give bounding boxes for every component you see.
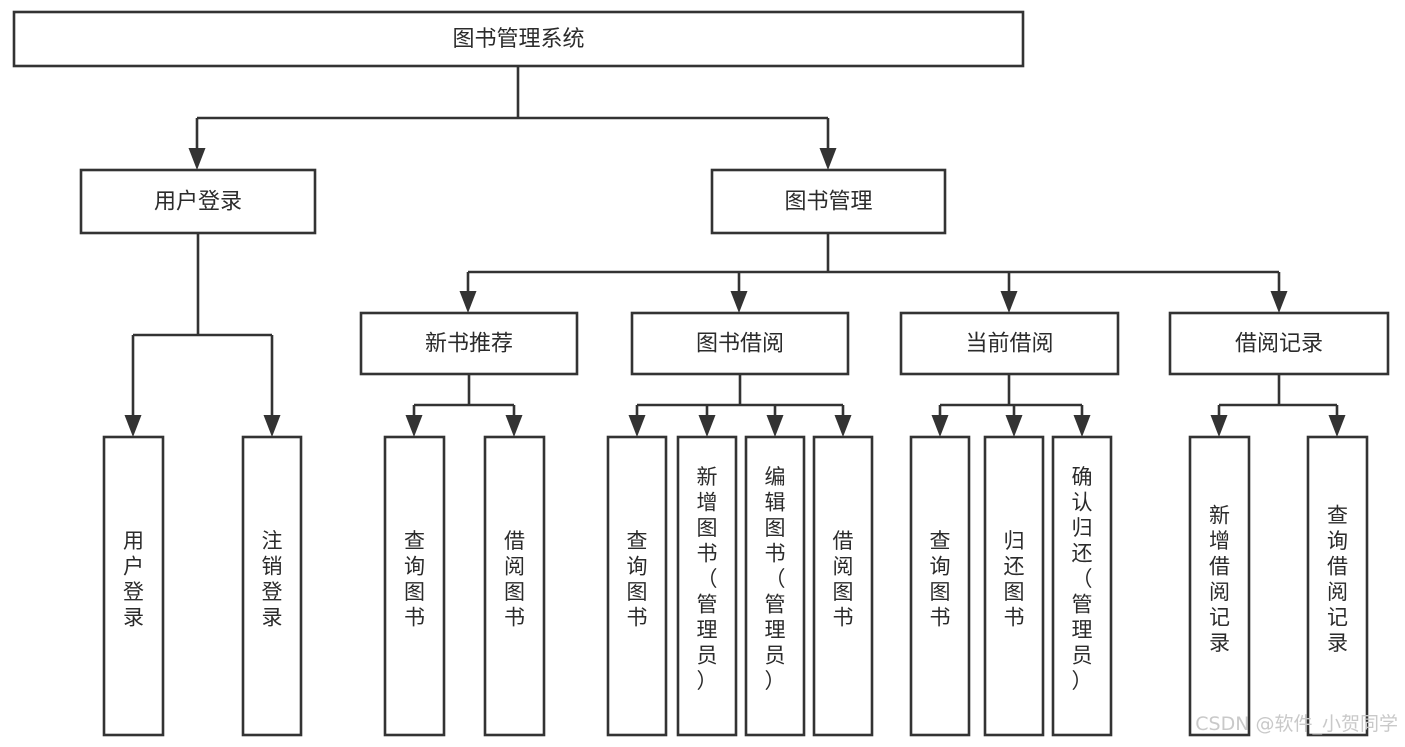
node-label: 用户登录 bbox=[154, 190, 242, 215]
node-leaf-0-用户登录[interactable]: 用户登录 bbox=[102, 435, 165, 737]
csdn-watermark: CSDN @软件_小贺同学 bbox=[1195, 713, 1398, 735]
node-level3-1-图书借阅[interactable]: 图书借阅 bbox=[630, 311, 850, 376]
node-box bbox=[12, 10, 1025, 68]
arrow-head-icon bbox=[1005, 415, 1023, 437]
node-box bbox=[812, 435, 874, 737]
node-box bbox=[899, 311, 1120, 376]
node-label: 新增图书（管理员） bbox=[697, 465, 718, 693]
arrow-head-icon bbox=[819, 148, 837, 170]
node-label: 当前借阅 bbox=[965, 332, 1053, 357]
node-label: 用户登录 bbox=[123, 529, 144, 630]
node-box bbox=[909, 435, 971, 737]
node-box bbox=[630, 311, 850, 376]
arrow-head-icon bbox=[1000, 291, 1018, 313]
connector-book_mgmt_to_level3 bbox=[459, 233, 1288, 313]
node-box bbox=[241, 435, 303, 737]
node-label: 新书推荐 bbox=[425, 332, 513, 357]
node-label: 借阅记录 bbox=[1235, 332, 1323, 357]
arrow-head-icon bbox=[263, 415, 281, 437]
node-label: 确认归还（管理员） bbox=[1072, 465, 1093, 693]
arrow-head-icon bbox=[698, 415, 716, 437]
node-label: 借阅图书 bbox=[833, 529, 854, 630]
connector-current_to_leaves bbox=[931, 374, 1091, 437]
node-leaf-6-编辑图书管理员[interactable]: 编辑图书（管理员） bbox=[744, 435, 806, 737]
node-box bbox=[744, 435, 806, 737]
arrow-head-icon bbox=[1073, 415, 1091, 437]
connector-new_book_to_leaves bbox=[405, 374, 523, 437]
connector-record_to_leaves bbox=[1210, 374, 1346, 437]
node-label: 图书管理系统 bbox=[452, 27, 584, 52]
node-box bbox=[102, 435, 165, 737]
node-leaf-9-归还图书[interactable]: 归还图书 bbox=[983, 435, 1045, 737]
node-level2-0-用户登录[interactable]: 用户登录 bbox=[79, 168, 317, 235]
node-leaf-2-查询图书[interactable]: 查询图书 bbox=[383, 435, 446, 737]
node-layer: 图书管理系统用户登录图书管理新书推荐图书借阅当前借阅借阅记录用户登录注销登录查询… bbox=[12, 10, 1390, 737]
node-label: 借阅图书 bbox=[504, 529, 525, 630]
node-level2-1-图书管理[interactable]: 图书管理 bbox=[710, 168, 947, 235]
node-leaf-5-新增图书管理员[interactable]: 新增图书（管理员） bbox=[676, 435, 738, 737]
connector-root_to_level2 bbox=[188, 66, 837, 170]
arrow-head-icon bbox=[1270, 291, 1288, 313]
node-leaf-11-新增借阅记录[interactable]: 新增借阅记录 bbox=[1188, 435, 1251, 737]
connector-user_login_to_leaves bbox=[124, 233, 281, 437]
node-box bbox=[1306, 435, 1369, 737]
arrow-head-icon bbox=[628, 415, 646, 437]
node-leaf-1-注销登录[interactable]: 注销登录 bbox=[241, 435, 303, 737]
arrow-head-icon bbox=[188, 148, 206, 170]
node-box bbox=[359, 311, 579, 376]
node-box bbox=[383, 435, 446, 737]
node-leaf-12-查询借阅记录[interactable]: 查询借阅记录 bbox=[1306, 435, 1369, 737]
node-box bbox=[676, 435, 738, 737]
node-label: 新增借阅记录 bbox=[1209, 503, 1230, 655]
node-level3-0-新书推荐[interactable]: 新书推荐 bbox=[359, 311, 579, 376]
node-label: 查询图书 bbox=[404, 529, 425, 630]
node-box bbox=[606, 435, 668, 737]
node-level3-2-当前借阅[interactable]: 当前借阅 bbox=[899, 311, 1120, 376]
node-box bbox=[79, 168, 317, 235]
arrow-head-icon bbox=[1210, 415, 1228, 437]
node-box bbox=[1051, 435, 1113, 737]
node-label: 编辑图书（管理员） bbox=[765, 465, 786, 693]
node-label: 注销登录 bbox=[262, 529, 283, 630]
arrow-head-icon bbox=[405, 415, 423, 437]
arrow-head-icon bbox=[1328, 415, 1346, 437]
arrow-head-icon bbox=[834, 415, 852, 437]
connector-layer bbox=[124, 66, 1346, 437]
arrow-head-icon bbox=[459, 291, 477, 313]
node-level3-3-借阅记录[interactable]: 借阅记录 bbox=[1168, 311, 1390, 376]
node-label: 查询借阅记录 bbox=[1327, 503, 1348, 655]
node-leaf-8-查询图书[interactable]: 查询图书 bbox=[909, 435, 971, 737]
arrow-head-icon bbox=[730, 291, 748, 313]
arrow-head-icon bbox=[766, 415, 784, 437]
node-leaf-4-查询图书[interactable]: 查询图书 bbox=[606, 435, 668, 737]
node-label: 查询图书 bbox=[627, 529, 648, 630]
node-box bbox=[1168, 311, 1390, 376]
node-label: 归还图书 bbox=[1004, 529, 1025, 630]
node-leaf-3-借阅图书[interactable]: 借阅图书 bbox=[483, 435, 546, 737]
node-label: 查询图书 bbox=[930, 529, 951, 630]
connector-borrow_to_leaves bbox=[628, 374, 852, 437]
node-label: 图书借阅 bbox=[696, 332, 784, 357]
node-root-0-图书管理系统[interactable]: 图书管理系统 bbox=[12, 10, 1025, 68]
arrow-head-icon bbox=[124, 415, 142, 437]
node-label: 图书管理 bbox=[784, 190, 872, 215]
node-box bbox=[1188, 435, 1251, 737]
node-box bbox=[983, 435, 1045, 737]
node-leaf-10-确认归还管理员[interactable]: 确认归还（管理员） bbox=[1051, 435, 1113, 737]
arrow-head-icon bbox=[931, 415, 949, 437]
node-box bbox=[710, 168, 947, 235]
node-leaf-7-借阅图书[interactable]: 借阅图书 bbox=[812, 435, 874, 737]
arrow-head-icon bbox=[505, 415, 523, 437]
node-box bbox=[483, 435, 546, 737]
